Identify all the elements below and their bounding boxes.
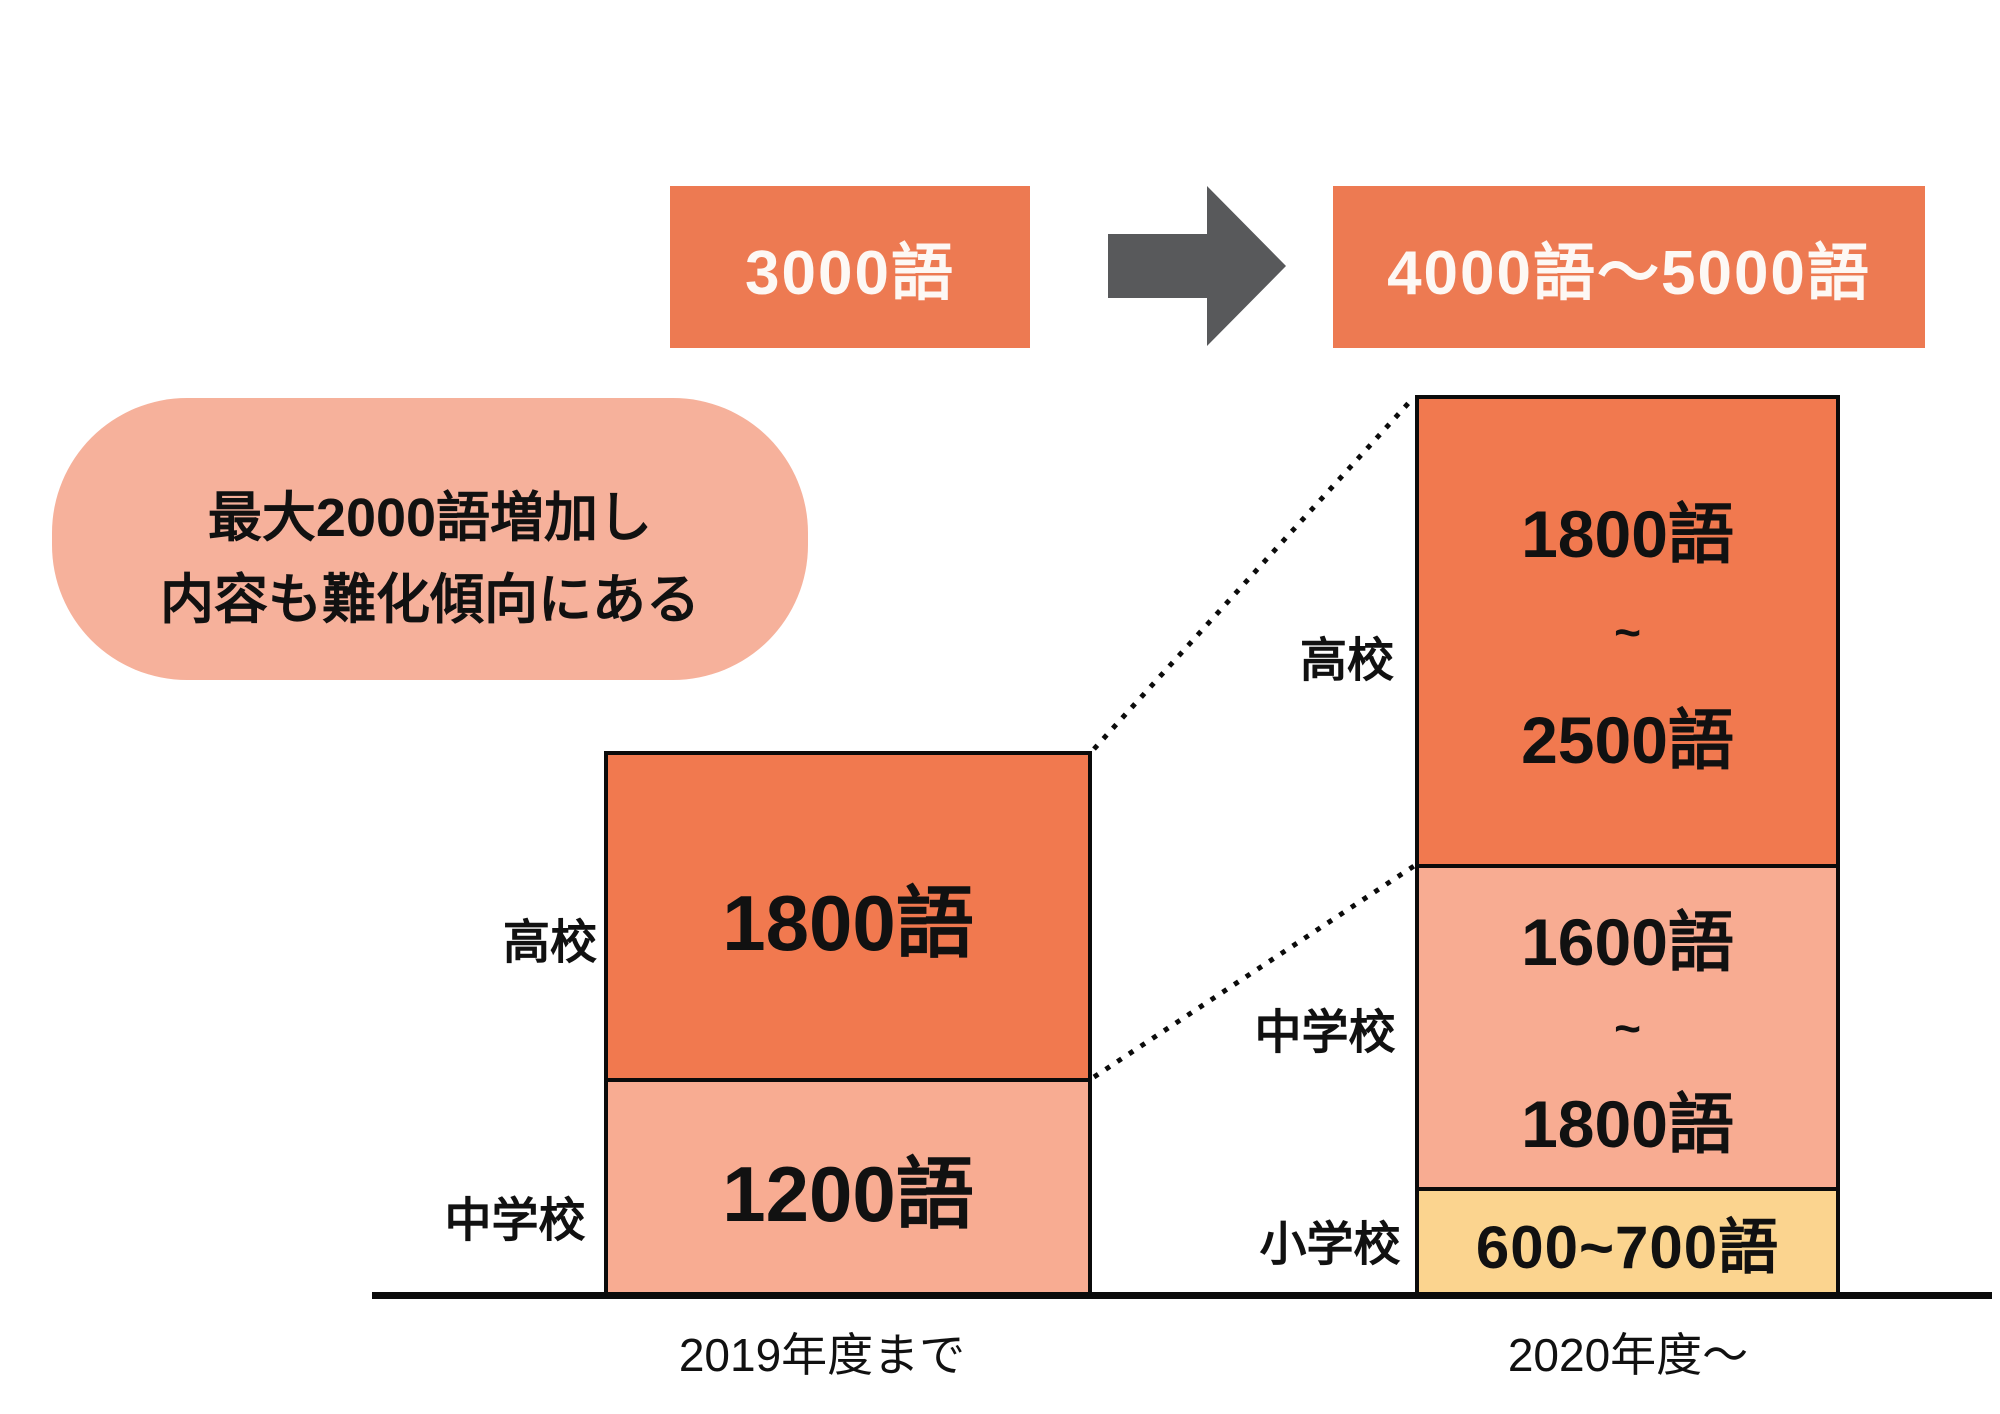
bar-2020-juniorhigh-max: 1800語 [1521,1086,1734,1161]
bar-2020-highschool-min: 1800語 [1521,496,1734,571]
bar-2020-juniorhigh-min: 1600語 [1521,904,1734,979]
callout-bubble: 最大2000語増加し 内容も難化傾向にある [52,398,808,680]
bar-2019-highschool-value: 1800語 [722,878,974,967]
bar-2019-juniorhigh-segment: 1200語 [604,1078,1092,1297]
label-2020-elementary: 小学校 [1259,1217,1401,1271]
axis-label-2019: 2019年度まで [678,1329,966,1381]
bar-2020-highschool-segment: 1800語 ~ 2500語 [1415,395,1840,868]
bar-2019-juniorhigh-value: 1200語 [722,1149,974,1238]
label-2019-highschool: 高校 [503,915,597,969]
callout-line-2: 内容も難化傾向にある [160,570,700,630]
bar-2020-highschool-tilde: ~ [1614,605,1641,658]
total-words-after-label: 4000語〜5000語 [1387,239,1871,308]
label-2020-highschool: 高校 [1300,633,1394,687]
callout-line-1: 最大2000語増加し [207,488,653,548]
bar-2020-elementary-value: 600~700語 [1475,1213,1780,1281]
total-words-after-box: 4000語〜5000語 [1333,186,1925,348]
dotted-connector-top [1092,395,1416,751]
bar-2020-elementary-segment: 600~700語 [1415,1187,1840,1297]
label-2020-juniorhigh: 中学校 [1254,1005,1396,1059]
right-arrow-icon [1108,186,1286,346]
label-2019-juniorhigh: 中学校 [444,1193,586,1247]
bar-2019-highschool-segment: 1800語 [604,751,1092,1082]
bar-2020-highschool-max: 2500語 [1521,702,1734,777]
bar-2020-juniorhigh-segment: 1600語 ~ 1800語 [1415,864,1840,1191]
total-words-before-label: 3000語 [745,239,955,308]
bar-2020-juniorhigh-tilde: ~ [1614,1001,1641,1054]
axis-label-2020: 2020年度〜 [1507,1329,1749,1381]
x-axis-baseline [372,1292,1992,1299]
total-words-before-box: 3000語 [670,186,1030,348]
callout-text: 最大2000語増加し 内容も難化傾向にある [160,477,700,641]
